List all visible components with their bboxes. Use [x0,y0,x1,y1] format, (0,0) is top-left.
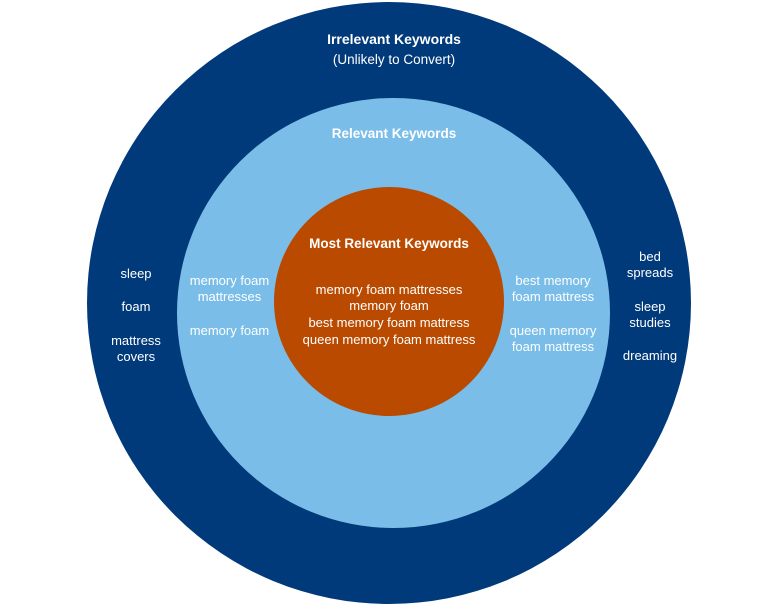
middle-right-item-queen-memory-foam-mattress: queen memory foam mattress [509,323,597,354]
middle-left-item-memory-foam: memory foam [189,323,270,338]
middle-ring-title: Relevant Keywords [331,126,457,141]
inner-circle-title: Most Relevant Keywords [309,236,469,251]
outer-right-item-sleep-studies: sleep studies [629,299,671,330]
outer-left-item-mattress-covers: mattress covers [111,333,161,364]
outer-left-item-foam: foam [121,299,151,314]
middle-left-item-memory-foam-mattresses: memory foam mattresses [189,273,270,304]
inner-circle-most-relevant [274,187,504,416]
outer-ring-subtitle: (Unlikely to Convert) [332,52,456,67]
inner-item-best-memory-foam-mattress: best memory foam mattress [308,315,470,330]
outer-right-item-dreaming: dreaming [622,348,678,363]
inner-item-memory-foam-mattresses: memory foam mattresses [315,282,463,297]
outer-ring-title: Irrelevant Keywords [327,31,461,47]
outer-right-item-bed-spreads: bed spreads [626,249,674,280]
inner-item-memory-foam: memory foam [349,298,429,313]
inner-item-queen-memory-foam-mattress: queen memory foam mattress [302,332,476,347]
middle-right-item-best-memory-foam-mattress: best memory foam mattress [511,273,595,304]
outer-left-item-sleep: sleep [120,266,152,281]
